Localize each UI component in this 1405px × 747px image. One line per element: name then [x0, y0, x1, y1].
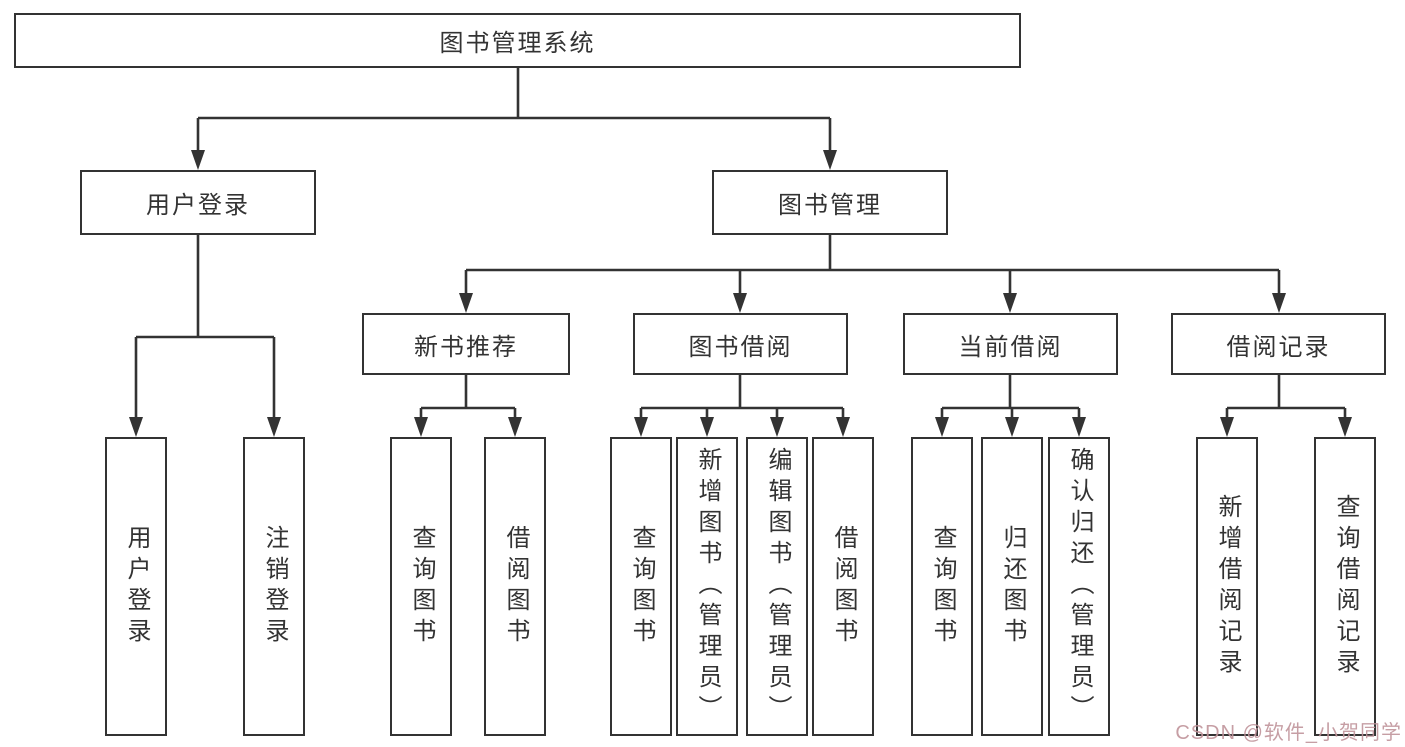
leaf-edit-book-admin-label: 编辑图书（管理员） [764, 447, 791, 726]
leaf-add-borrow-record-label: 新增借阅记录 [1214, 493, 1241, 680]
leaf-query-borrow-record: 查询借阅记录 [1314, 437, 1376, 736]
leaf-confirm-return-admin: 确认归还（管理员） [1048, 437, 1110, 736]
leaf-borrow-books-2: 借阅图书 [812, 437, 874, 736]
node-book-borrowing-label: 图书借阅 [688, 333, 793, 361]
leaf-user-login: 用户登录 [105, 437, 167, 736]
leaf-add-borrow-record: 新增借阅记录 [1196, 437, 1258, 736]
node-user-login: 用户登录 [80, 170, 316, 235]
node-book-management: 图书管理 [712, 170, 948, 235]
leaf-edit-book-admin: 编辑图书（管理员） [746, 437, 808, 736]
leaf-add-book-admin-label: 新增图书（管理员） [694, 447, 721, 726]
node-new-book-recommend-label: 新书推荐 [414, 333, 518, 361]
leaf-query-books-1-label: 查询图书 [408, 524, 435, 649]
node-current-borrowing: 当前借阅 [903, 313, 1118, 375]
leaf-logout-login-label: 注销登录 [261, 524, 288, 649]
leaf-query-books-3-label: 查询图书 [929, 524, 956, 649]
node-borrow-records-label: 借阅记录 [1226, 333, 1331, 361]
node-library-system: 图书管理系统 [14, 13, 1021, 68]
leaf-query-books-2: 查询图书 [610, 437, 672, 736]
node-borrow-records: 借阅记录 [1171, 313, 1386, 375]
leaf-query-books-2-label: 查询图书 [628, 524, 655, 649]
leaf-borrow-books-1: 借阅图书 [484, 437, 546, 736]
leaf-confirm-return-admin-label: 确认归还（管理员） [1066, 447, 1093, 726]
node-book-management-label: 图书管理 [778, 192, 882, 219]
node-library-system-label: 图书管理系统 [439, 30, 596, 57]
leaf-return-book-label: 归还图书 [999, 524, 1026, 649]
csdn-watermark: CSDN @软件_小贺同学 [1175, 722, 1402, 744]
leaf-query-borrow-record-label: 查询借阅记录 [1332, 493, 1359, 680]
node-user-login-label: 用户登录 [146, 192, 250, 219]
node-book-borrowing: 图书借阅 [633, 313, 848, 375]
leaf-logout-login: 注销登录 [243, 437, 305, 736]
leaf-borrow-books-1-label: 借阅图书 [502, 524, 529, 649]
node-new-book-recommend: 新书推荐 [362, 313, 570, 375]
node-current-borrowing-label: 当前借阅 [958, 333, 1063, 361]
leaf-user-login-label: 用户登录 [123, 524, 150, 649]
leaf-return-book: 归还图书 [981, 437, 1043, 736]
leaf-borrow-books-2-label: 借阅图书 [830, 524, 857, 649]
leaf-query-books-3: 查询图书 [911, 437, 973, 736]
leaf-query-books-1: 查询图书 [390, 437, 452, 736]
leaf-add-book-admin: 新增图书（管理员） [676, 437, 738, 736]
